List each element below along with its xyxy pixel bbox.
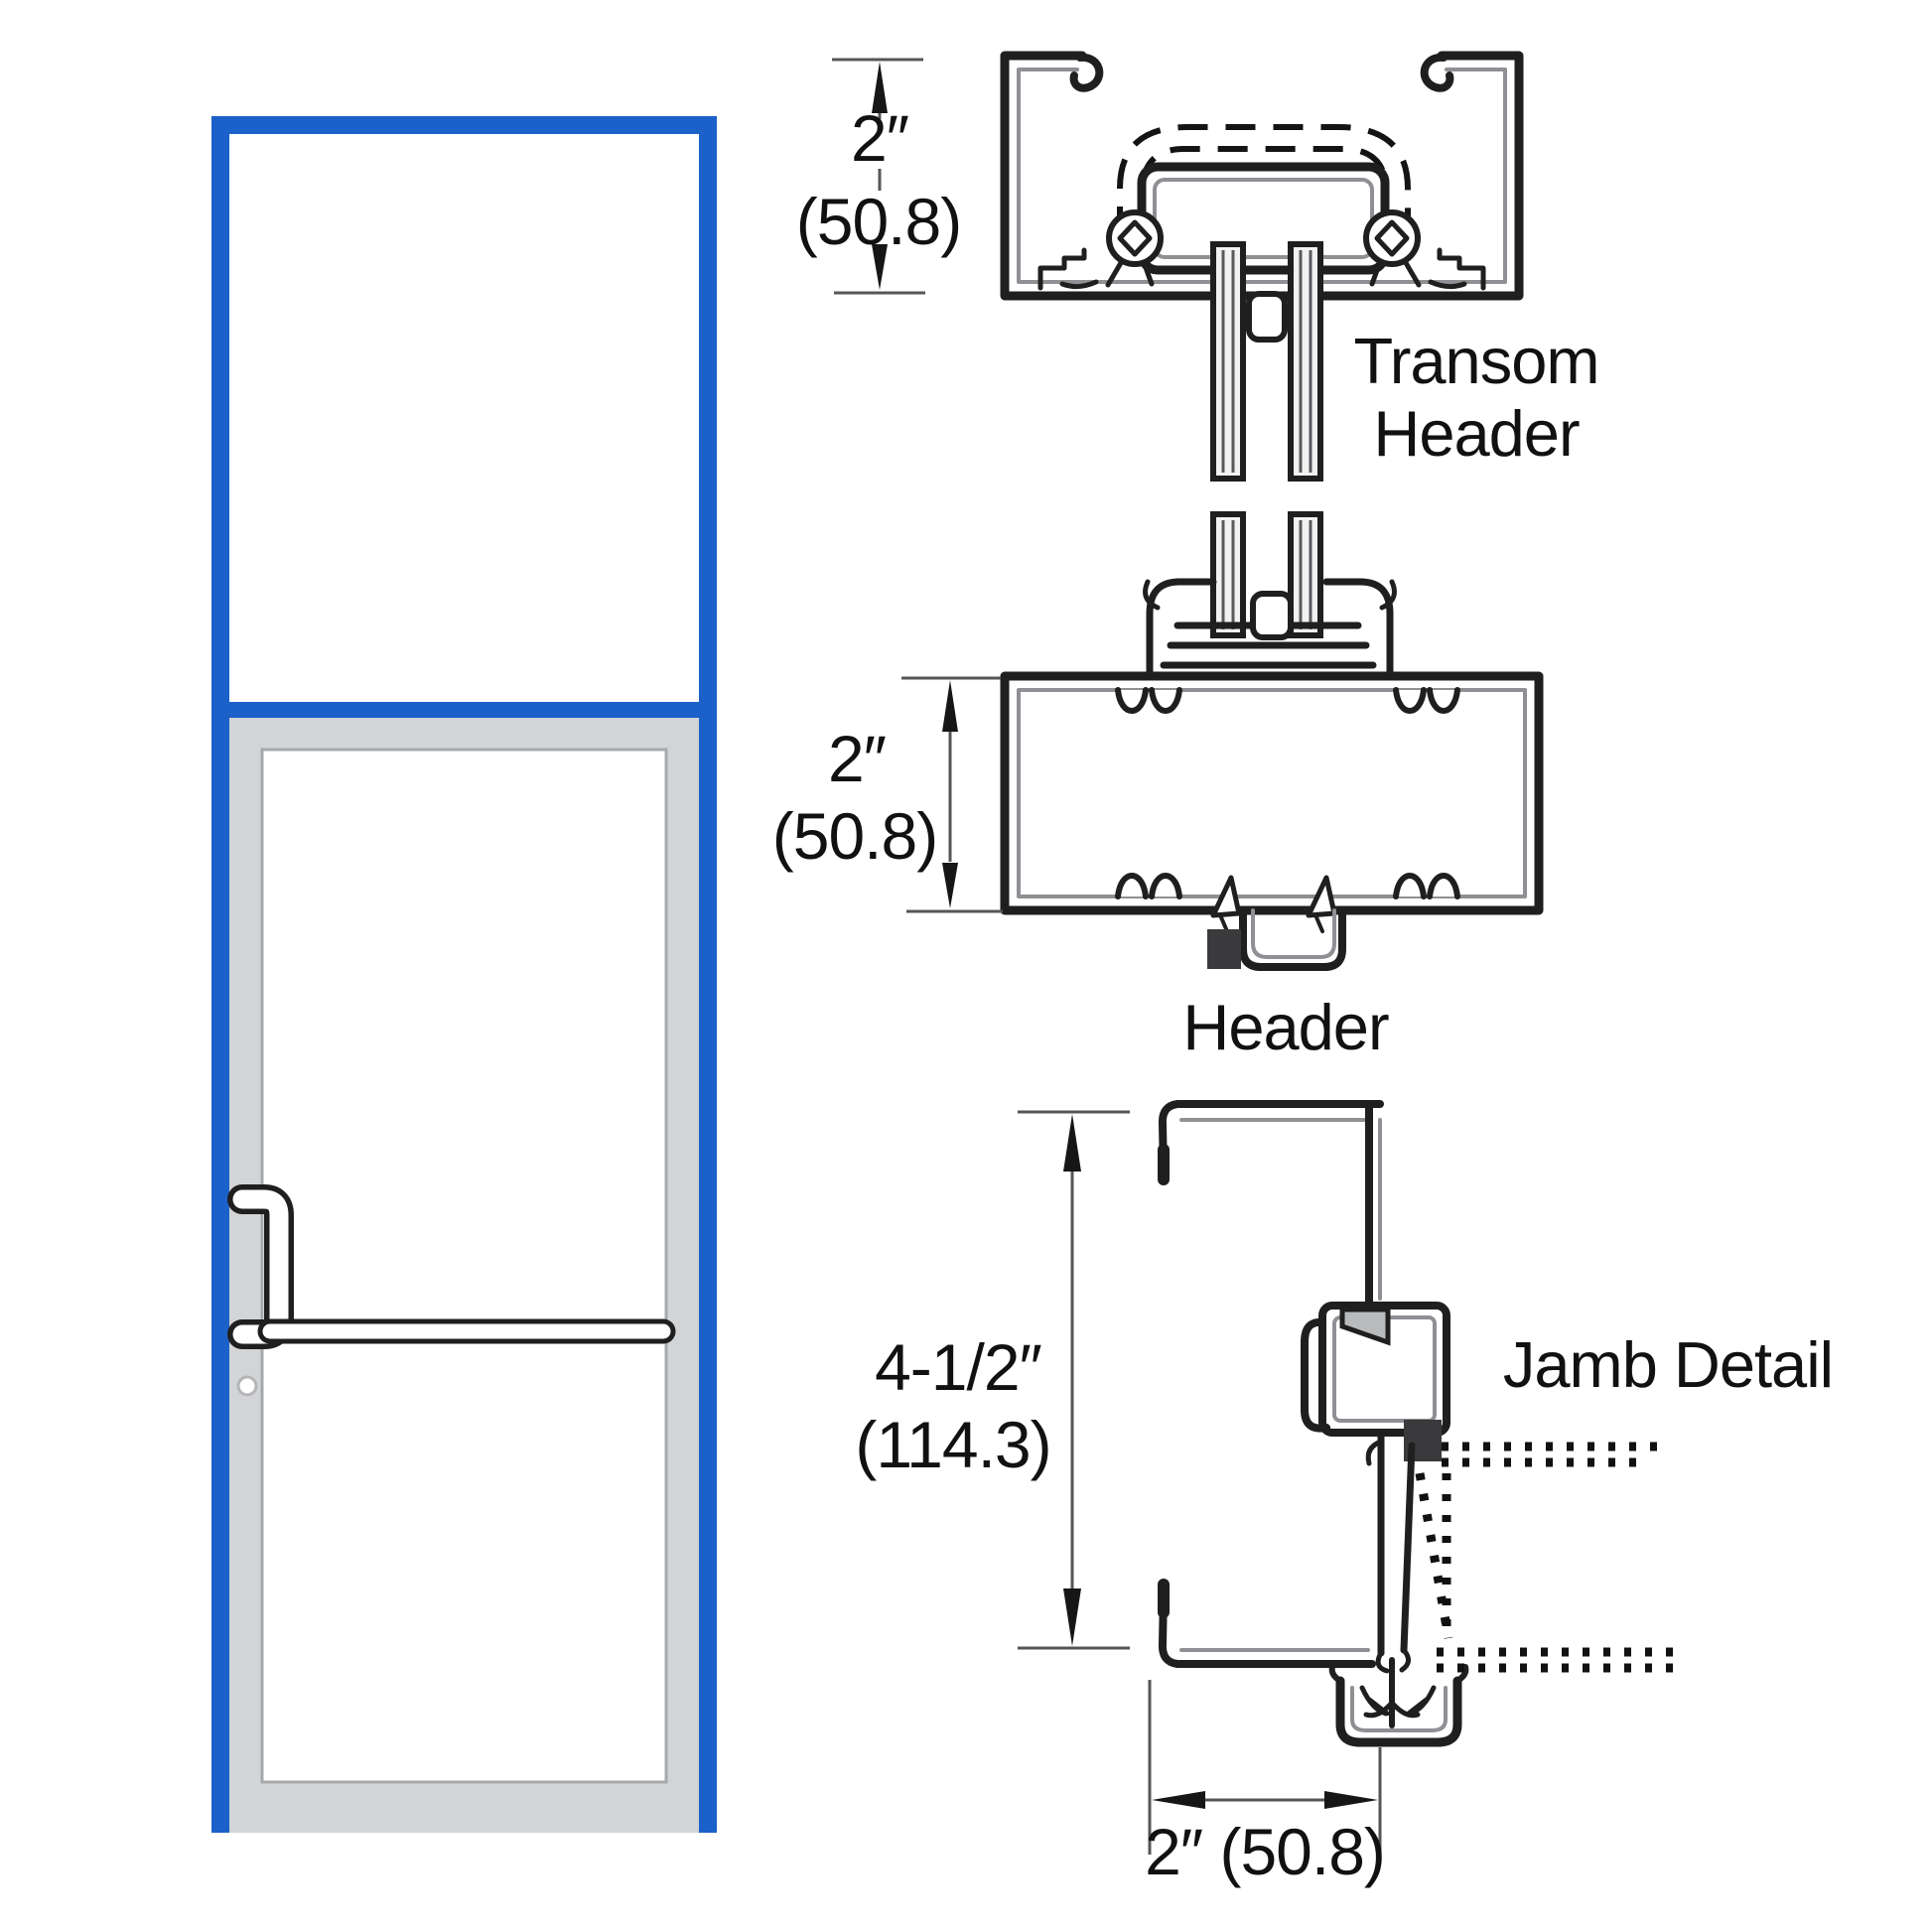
channel-hook-right-icon <box>1420 53 1454 92</box>
jamb-width-dimension: 2″ (50.8) <box>1145 1680 1386 1888</box>
glass-rail-right-upper <box>1288 241 1323 482</box>
jamb-dim-inches: 4-1/2″ <box>875 1330 1041 1404</box>
jamb-height-dimension: 4-1/2″ (114.3) <box>855 1110 1130 1650</box>
header-label: Header <box>1182 991 1389 1063</box>
screw-right-icon <box>1363 209 1467 290</box>
stop-gasket-block <box>1207 929 1241 969</box>
landing-step-left <box>1037 247 1087 291</box>
glass-rail-left-upper <box>1210 241 1246 482</box>
transom-bar <box>211 702 717 718</box>
glazing-pocket <box>1143 578 1397 689</box>
screw-spline-notches <box>1115 687 1460 899</box>
transom-frame <box>1137 162 1390 275</box>
jamb-bottom-flange <box>1158 1590 1376 1668</box>
glass-rail-left-lower <box>1210 511 1246 638</box>
header-dimension: 2″ (50.8) <box>772 676 1003 913</box>
transom-dim-metric: (50.8) <box>796 185 961 258</box>
frame-blue <box>211 116 717 1833</box>
section-jamb-detail: 4-1/2″ (114.3) 2″ (50.8) Jamb Detail <box>855 1100 1834 1888</box>
glass-rail-right-lower <box>1288 511 1323 638</box>
transom-frame-ghost <box>1117 124 1411 236</box>
jamb-door-stop <box>1301 1302 1450 1461</box>
transom-glass <box>229 134 699 702</box>
frame-jamb-right <box>699 116 717 1833</box>
door-glass <box>260 748 668 1784</box>
channel-hook-left-icon <box>1069 53 1104 92</box>
landing-step-right <box>1437 247 1486 291</box>
transom-dim-inches: 2″ <box>851 101 909 175</box>
screw-left-icon <box>1059 209 1164 290</box>
frame-head <box>211 116 717 134</box>
transom-header-label-line2: Header <box>1373 397 1580 470</box>
frame-jamb-left <box>211 116 229 1833</box>
door-swing-ghost <box>1415 1442 1680 1673</box>
transom-dimension: 2″ (50.8) <box>796 58 962 295</box>
threshold-shoe <box>1328 1664 1469 1747</box>
header-dim-metric: (50.8) <box>772 799 937 873</box>
pocket-bridge <box>1250 591 1294 640</box>
jamb-dim-metric: (114.3) <box>855 1408 1050 1481</box>
jamb-detail-label: Jamb Detail <box>1503 1328 1833 1401</box>
door-stile-section <box>1363 1429 1421 1728</box>
rail-bridge <box>1246 291 1288 343</box>
lock-cylinder <box>236 1375 258 1397</box>
transom-header-label-line1: Transom <box>1353 325 1598 397</box>
jamb-top-flange <box>1158 1100 1384 1177</box>
section-transom-header: 2″ (50.8) <box>796 51 1600 482</box>
door-elevation <box>211 116 717 1833</box>
header-tube <box>1000 671 1544 915</box>
header-door-stop <box>1207 875 1346 971</box>
jamb-gasket-loop <box>1301 1317 1330 1433</box>
jamb-width-label: 2″ (50.8) <box>1145 1815 1385 1888</box>
section-header: 2″ (50.8) Header <box>772 511 1544 1063</box>
header-dim-inches: 2″ <box>828 722 887 795</box>
